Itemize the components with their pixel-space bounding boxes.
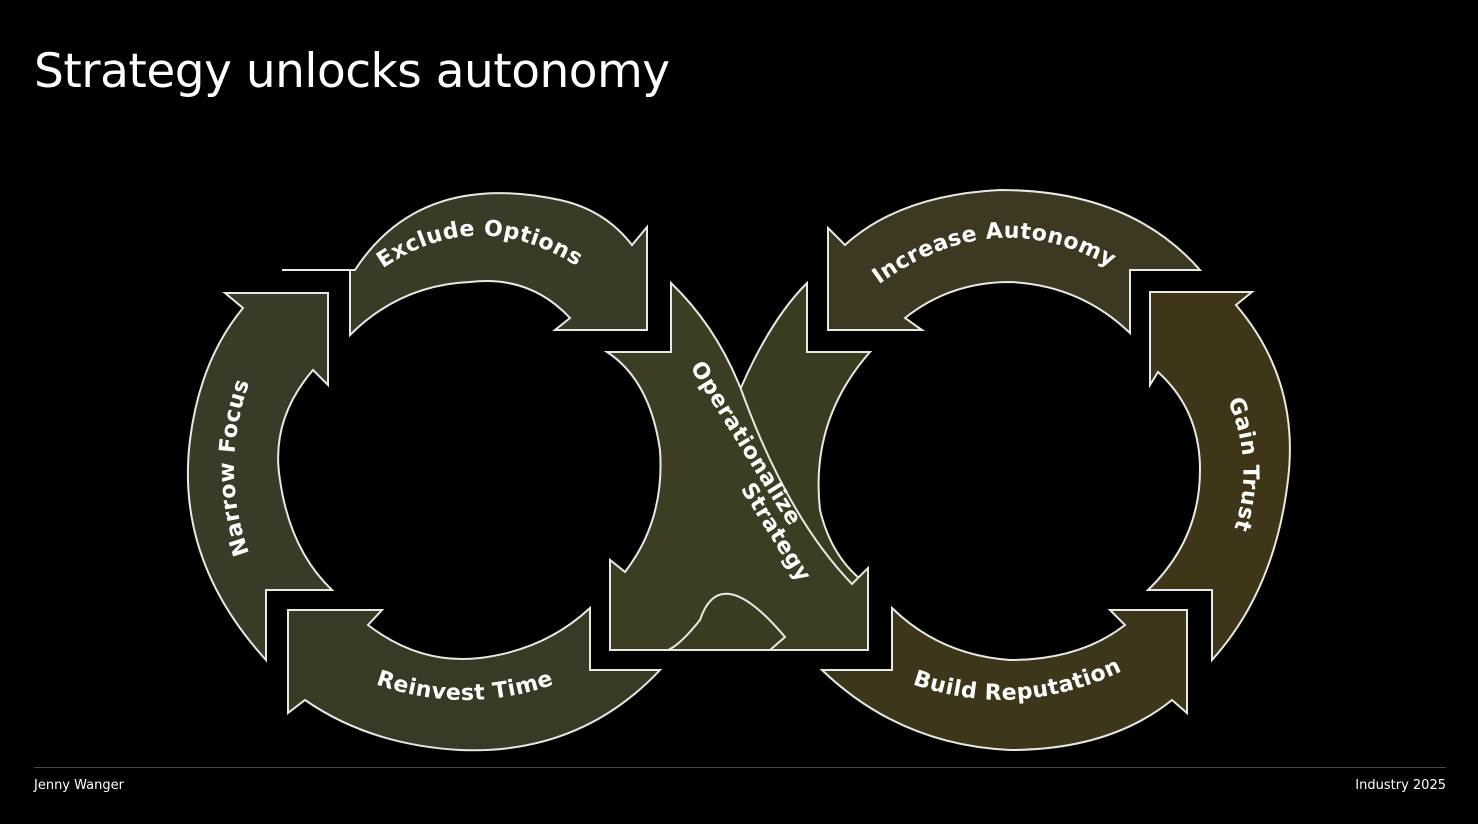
build-reputation-arrow	[819, 605, 1188, 752]
footer-author: Jenny Wanger	[34, 778, 124, 793]
gain-trust-arrow	[1145, 291, 1291, 663]
footer-event: Industry 2025	[1355, 778, 1446, 793]
reinvest-time-arrow	[287, 605, 663, 752]
footer-divider	[34, 767, 1446, 768]
operationalize-strategy-arrow-a	[603, 280, 869, 651]
exclude-options-arrow	[282, 192, 648, 338]
narrow-focus-arrow	[186, 292, 335, 663]
increase-autonomy-arrow	[827, 188, 1203, 336]
slide-title: Strategy unlocks autonomy	[34, 44, 670, 99]
